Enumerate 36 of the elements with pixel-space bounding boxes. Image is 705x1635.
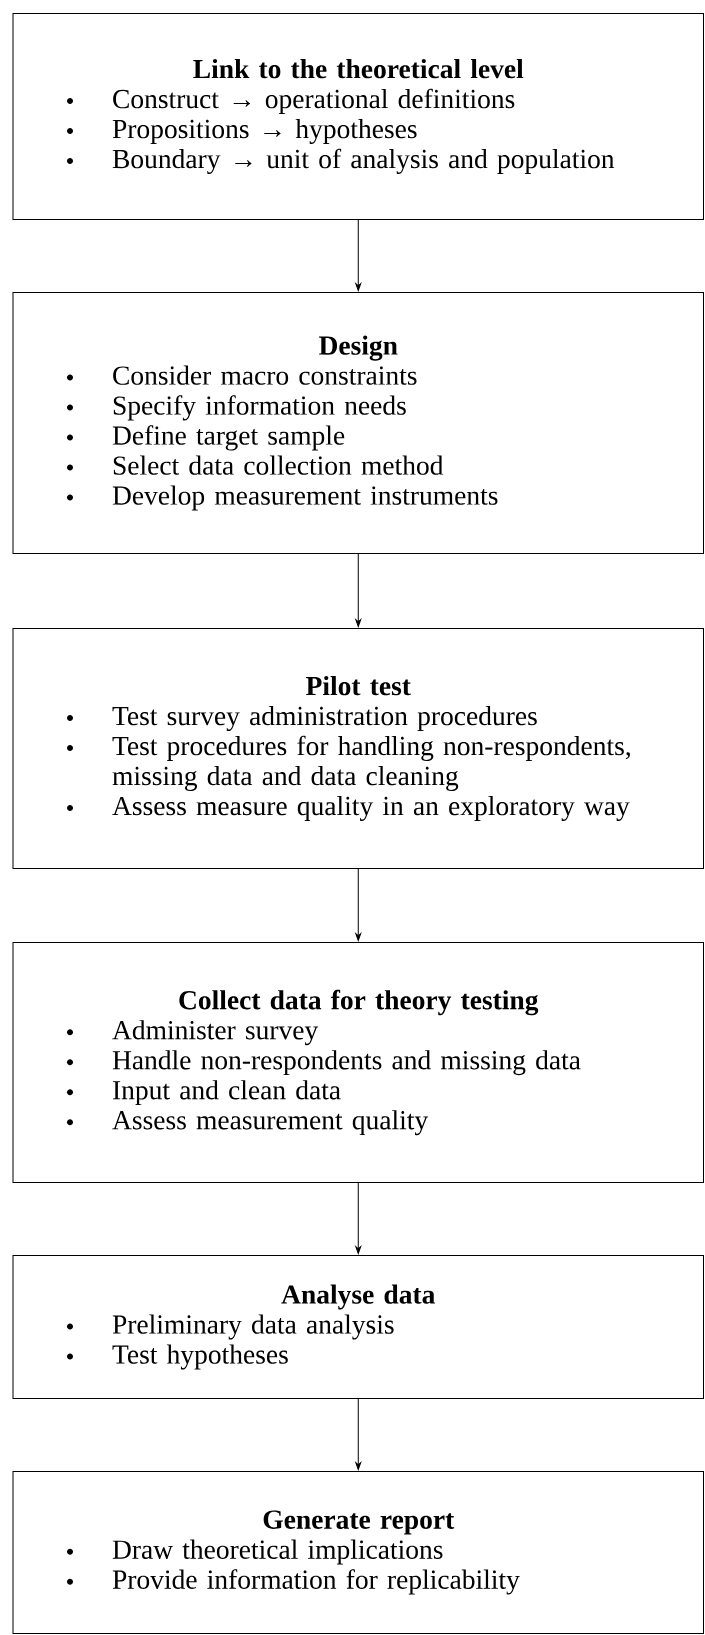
process-box — [12, 292, 704, 554]
box-heading: Link to the theoretical level — [193, 59, 524, 79]
list-item: Define target sample — [112, 425, 345, 451]
box-heading: Pilot test — [306, 676, 411, 696]
arrow — [355, 219, 362, 291]
list-item: Handle non-respondents and missing data — [112, 1050, 581, 1076]
arrow — [355, 868, 362, 941]
list-item: Develop measurement instruments — [112, 485, 498, 511]
list-item: Preliminary data analysis — [112, 1314, 394, 1340]
box-heading: Generate report — [263, 1510, 455, 1535]
list-item: Construct → operational definitions — [113, 88, 515, 114]
arrow — [355, 1182, 362, 1254]
process-box — [12, 628, 704, 869]
list-item: Test hypotheses — [112, 1344, 288, 1370]
process-box — [12, 942, 704, 1183]
list-item: Propositions → hypotheses — [112, 119, 417, 144]
list-item: Administer survey — [112, 1020, 319, 1046]
list-item: Test survey administration procedures — [112, 706, 537, 731]
process-box — [12, 1255, 704, 1399]
list-item: Provide information for replicability — [112, 1569, 520, 1595]
list-item: Assess measure quality in an exploratory way — [112, 796, 630, 821]
list-item: Select data collection method — [113, 455, 444, 475]
box-heading: Design — [319, 335, 398, 361]
box-heading: Collect data for theory testing — [179, 989, 539, 1016]
arrow — [355, 553, 362, 627]
list-item: Assess measurement quality — [112, 1110, 429, 1136]
box-heading: Analyse data — [281, 1284, 435, 1310]
list-item: Boundary → unit of analysis and population — [112, 148, 615, 174]
process-box — [12, 1471, 704, 1634]
list-item: Input and clean data — [113, 1080, 341, 1106]
list-item: Test procedures for handling non-respondents, missing data and data cleaning — [112, 735, 630, 791]
list-item: Specify information needs — [113, 395, 406, 421]
arrow — [355, 1398, 362, 1470]
list-item: Draw theoretical implications — [112, 1539, 443, 1565]
list-item: Consider macro constraints — [113, 365, 417, 385]
process-box — [12, 13, 704, 220]
